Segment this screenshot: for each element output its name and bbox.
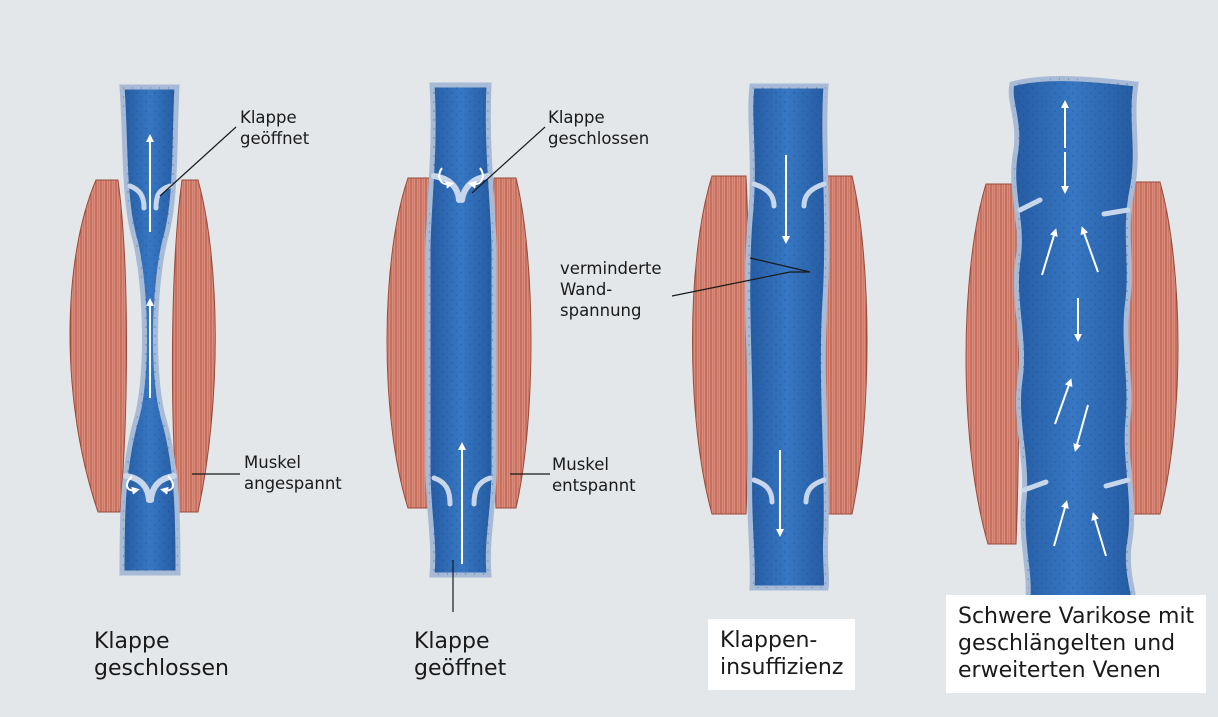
caption-valve-closed: Klappe geschlossen [94, 628, 229, 682]
caption-line: Klappe [94, 628, 229, 655]
label-line: Klappe [240, 107, 309, 128]
label-line: geöffnet [240, 128, 309, 149]
label-valve-open: Klappe geöffnet [240, 107, 309, 149]
label-valve-closed: Klappe geschlossen [548, 107, 649, 149]
muscle-left [693, 176, 750, 514]
label-line: verminderte [560, 258, 662, 279]
caption-valve-insufficiency: Klappen- insuffizienz [708, 619, 855, 690]
caption-severe-varicose: Schwere Varikose mit geschlängelten und … [946, 595, 1206, 693]
caption-line: geöffnet [414, 655, 506, 682]
label-line: spannung [560, 300, 662, 321]
muscle-right [823, 176, 867, 514]
caption-line: Klappe [414, 628, 506, 655]
label-muscle-relaxed: Muskel entspannt [552, 454, 636, 496]
label-line: Muskel [244, 452, 342, 473]
label-line: Klappe [548, 107, 649, 128]
label-reduced-wall-tension: verminderte Wand- spannung [560, 258, 662, 321]
caption-line: geschlängelten und [958, 630, 1194, 657]
caption-line: erweiterten Venen [958, 657, 1194, 684]
muscle-right [1124, 182, 1178, 514]
label-line: Muskel [552, 454, 636, 475]
label-line: angespannt [244, 473, 342, 494]
caption-line: geschlossen [94, 655, 229, 682]
caption-line: Klappen- [720, 627, 843, 654]
caption-line: Schwere Varikose mit [958, 603, 1194, 630]
label-line: entspannt [552, 475, 636, 496]
label-muscle-tensed: Muskel angespannt [244, 452, 342, 494]
label-line: geschlossen [548, 128, 649, 149]
label-line: Wand- [560, 279, 662, 300]
caption-valve-open: Klappe geöffnet [414, 628, 506, 682]
caption-line: insuffizienz [720, 654, 843, 681]
